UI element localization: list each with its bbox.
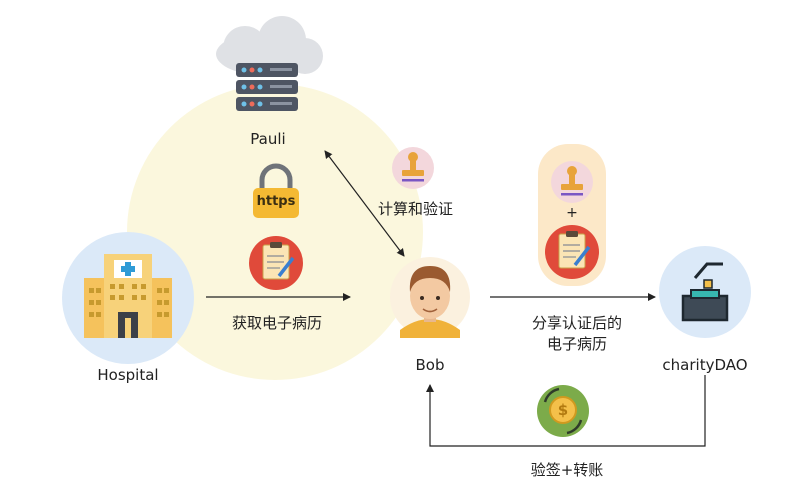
dao-label: charityDAO <box>662 356 748 374</box>
verify-transfer-label: 验签+转账 <box>530 461 604 479</box>
compute-verify-label: 计算和验证 <box>377 200 453 218</box>
hospital-label: Hospital <box>97 366 159 384</box>
user-label: Bob <box>415 356 445 374</box>
hospital-building-icon <box>62 232 194 364</box>
record-in-pill-icon <box>545 225 599 279</box>
verify-transfer-arrow <box>426 375 706 447</box>
person-avatar-icon <box>390 257 470 338</box>
coin-transfer-icon: $ <box>537 385 589 437</box>
verification-stamp-icon <box>392 147 434 189</box>
stamp-in-pill-icon <box>551 161 593 203</box>
padlock-https-icon <box>253 163 299 218</box>
server-cloud-icon <box>216 16 323 111</box>
donation-box-icon <box>659 246 751 338</box>
https-badge-text: https <box>256 194 296 209</box>
fetch-record-label: 获取电子病历 <box>231 314 322 332</box>
compute-verify-arrow <box>324 150 405 257</box>
share-record-label-line1: 分享认证后的 <box>531 314 622 332</box>
svg-text:$: $ <box>558 401 568 419</box>
medical-record-icon <box>249 236 303 290</box>
plus-sign: + <box>566 205 578 221</box>
server-label: Pauli <box>250 130 286 148</box>
share-record-label-line2: 电子病历 <box>546 335 607 353</box>
